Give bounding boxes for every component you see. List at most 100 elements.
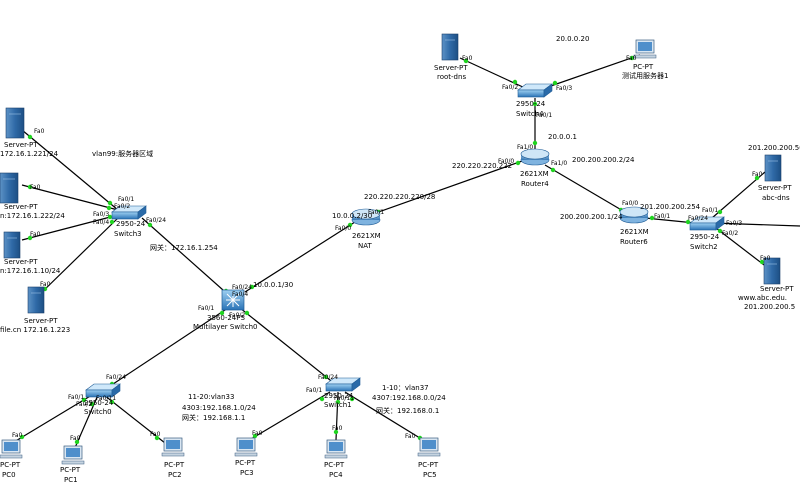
- annotation-text: 201.200.200.50: [748, 144, 800, 152]
- switch-icon: [543, 83, 553, 98]
- device-label: 2950-24: [116, 220, 146, 228]
- port-label: Fa0/0: [622, 200, 638, 207]
- device-label: Router6: [620, 238, 648, 246]
- server-icon: [3, 231, 21, 259]
- device-label: root-dns: [437, 73, 466, 81]
- device-label: Server-PT: [4, 258, 38, 266]
- server-srv2[interactable]: [0, 172, 19, 204]
- device-label: PC3: [240, 469, 254, 477]
- port-label: Fa0/24: [318, 374, 338, 381]
- link-msw0-nat: [244, 221, 356, 293]
- switch-icon: [325, 383, 353, 392]
- device-label: Switch3: [114, 230, 142, 238]
- pc-pc0[interactable]: [0, 439, 23, 459]
- device-label: Multilayer Switch0: [193, 323, 258, 331]
- device-label: Server-PT: [758, 184, 792, 192]
- port-label: Fa0: [252, 430, 263, 437]
- link-sw0-pc0: [13, 394, 93, 443]
- device-label: n:172.16.1.222/24: [0, 212, 65, 220]
- switch-icon: [689, 222, 717, 231]
- router-r4[interactable]: [520, 148, 550, 166]
- link-srv1-sw3: [21, 129, 119, 211]
- server-srv1[interactable]: [5, 107, 25, 139]
- router-r6[interactable]: [619, 206, 649, 224]
- port-dot: [74, 439, 80, 445]
- annotation-text: vlan99:服务器区域: [92, 149, 153, 158]
- pc-pc2[interactable]: [161, 437, 185, 457]
- pc-icon: [161, 452, 185, 457]
- port-label: Fa0/2: [114, 203, 130, 210]
- port-label: Fa1/0: [517, 144, 533, 151]
- device-label: 3560-24PS: [207, 314, 245, 322]
- port-label: Fa0/3: [556, 85, 572, 92]
- switch-sw4[interactable]: [517, 83, 553, 98]
- device-labels: Server-PT 172.16.1.221/24 Server-PT n:17…: [0, 63, 795, 484]
- device-label: 2950-24: [690, 233, 720, 241]
- arrows-icon: [226, 293, 240, 307]
- port-dot: [109, 219, 115, 225]
- device-label: 201.200.200.5: [744, 303, 795, 311]
- switch-sw3[interactable]: [111, 205, 147, 220]
- port-label: Fa0/1: [198, 305, 214, 312]
- pc-pc4[interactable]: [324, 439, 348, 459]
- port-label: Fa0/1: [306, 387, 322, 394]
- annotation-text: 200.200.200.1/24: [560, 213, 623, 221]
- pc-pc3[interactable]: [234, 437, 258, 457]
- pc-pc1[interactable]: [61, 445, 85, 465]
- switch-icon: [517, 89, 545, 98]
- device-label: Router4: [521, 180, 549, 188]
- device-label: PC0: [2, 471, 16, 479]
- annotation-text: 220.220.220.222: [452, 162, 512, 170]
- port-dot: [463, 58, 469, 64]
- annotation-text: 20.0.0.20: [556, 35, 589, 43]
- link-msw0-sw0: [103, 307, 229, 391]
- port-dot: [335, 399, 341, 405]
- link-srv2-sw3: [21, 184, 119, 211]
- annotation-text: 201.200.200.254: [640, 203, 701, 211]
- switch-icon: [111, 383, 121, 398]
- device-label: Switch4: [516, 110, 544, 118]
- annotation-text: 11-20:vlan33: [188, 393, 234, 401]
- link-msw0-sw1: [239, 307, 336, 385]
- pc-pc5[interactable]: [417, 437, 441, 457]
- port-label: Fa0: [34, 128, 45, 135]
- device-label: PC-PT: [164, 461, 185, 469]
- switch-sw2[interactable]: [689, 216, 725, 231]
- link-sw3-msw0: [141, 217, 233, 299]
- port-dot: [81, 397, 87, 403]
- switch-sw1[interactable]: [325, 377, 361, 392]
- port-label: Fa0/24: [232, 284, 252, 291]
- port-label: Fa0: [30, 231, 41, 238]
- port-label: Fa0/11: [334, 395, 354, 402]
- router-nat[interactable]: [351, 208, 381, 226]
- annotation-text: 网关：192.168.1.1: [182, 413, 245, 422]
- server-srv4[interactable]: [27, 286, 45, 314]
- link-sw0-pc2: [103, 394, 166, 444]
- pc-icon: [166, 440, 180, 449]
- device-label: Server-PT: [4, 141, 38, 149]
- device-label: file.cn 172.16.1.223: [0, 326, 70, 334]
- port-dot: [532, 140, 538, 146]
- annotation-text: 网关：192.168.0.1: [376, 406, 439, 415]
- server-abcweb[interactable]: [763, 257, 781, 285]
- server-srv3[interactable]: [3, 231, 21, 259]
- server-icon: [764, 154, 782, 182]
- port-dot: [515, 160, 521, 166]
- device-label: Server-PT: [24, 317, 58, 325]
- pc-icon: [234, 452, 258, 457]
- router-icon: [619, 206, 649, 218]
- pc-testsrv[interactable]: [633, 39, 657, 59]
- annotation-text: 20.0.0.1: [548, 133, 577, 141]
- device-label: abc-dns: [762, 194, 790, 202]
- switch-sw0[interactable]: [85, 383, 121, 398]
- server-rootdns[interactable]: [441, 33, 459, 61]
- port-label: Fa0/2: [229, 312, 245, 319]
- multilayer-switch-msw0[interactable]: [221, 289, 245, 311]
- port-dot: [550, 167, 556, 173]
- port-dot: [347, 222, 353, 228]
- annotation-text: 200.200.200.2/24: [572, 156, 635, 164]
- server-abcdns[interactable]: [764, 154, 782, 182]
- port-label: Fa0/1: [536, 112, 552, 119]
- link-sw4-testsrv: [544, 54, 641, 89]
